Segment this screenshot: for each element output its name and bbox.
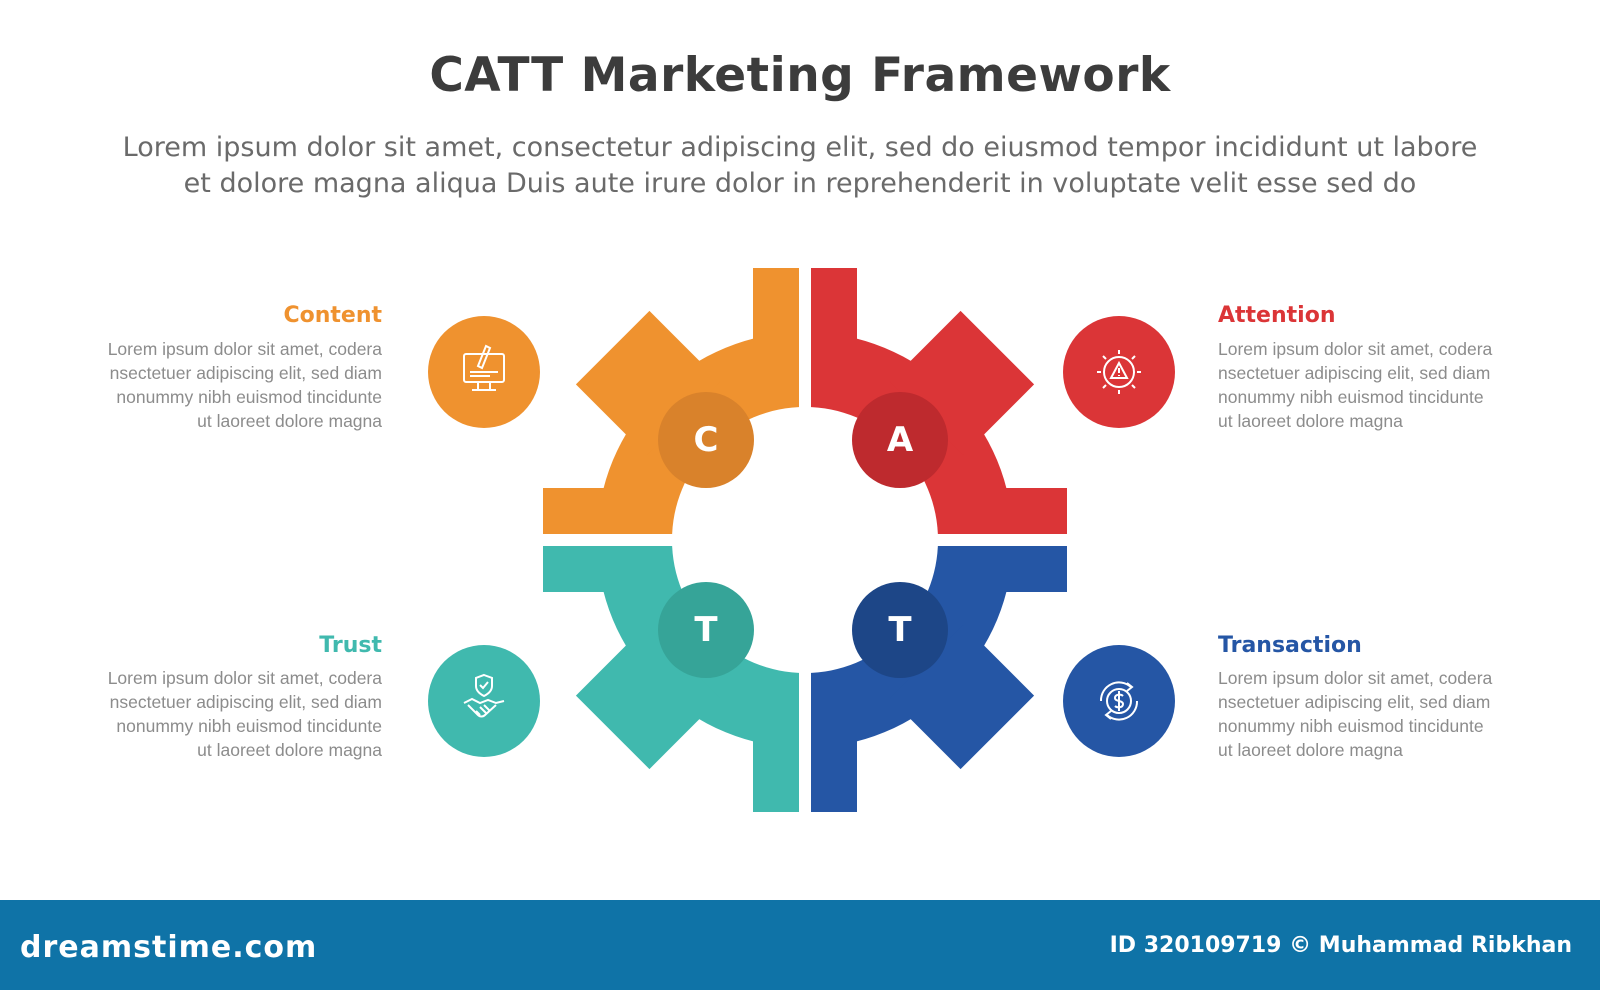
- page-subtitle: Lorem ipsum dolor sit amet, consectetur …: [60, 130, 1540, 202]
- letter-circle-t-transaction: T: [852, 582, 948, 678]
- letter-circle-t-trust: T: [658, 582, 754, 678]
- desc-attention: Lorem ipsum dolor sit amet, codera nsect…: [1218, 337, 1518, 433]
- desc-line: Lorem ipsum dolor sit amet, codera: [1218, 668, 1493, 688]
- icon-circle-transaction: [1063, 645, 1175, 757]
- letter-circle-c: C: [658, 392, 754, 488]
- desc-line: Lorem ipsum dolor sit amet, codera: [1218, 339, 1493, 359]
- desc-line: nsectetuer adipiscing elit, sed diam: [109, 363, 382, 383]
- desc-line: nsectetuer adipiscing elit, sed diam: [1218, 692, 1491, 712]
- desc-line: Lorem ipsum dolor sit amet, codera: [107, 668, 382, 688]
- footer-credit: ID 320109719 © Muhammad Ribkhan: [1109, 933, 1572, 958]
- footer-brand: dreamstime.com: [20, 930, 318, 965]
- desc-line: nsectetuer adipiscing elit, sed diam: [1218, 363, 1491, 383]
- desc-line: nonummy nibh euismod tincidunte: [1218, 716, 1484, 736]
- subtitle-line-2: et dolore magna aliqua Duis aute irure d…: [183, 168, 1417, 199]
- desc-transaction: Lorem ipsum dolor sit amet, codera nsect…: [1218, 666, 1518, 762]
- desc-line: nsectetuer adipiscing elit, sed diam: [109, 692, 382, 712]
- dollar-cycle-icon: [1099, 681, 1139, 721]
- desc-content: Lorem ipsum dolor sit amet, codera nsect…: [82, 337, 382, 433]
- desc-line: ut laoreet dolore magna: [197, 411, 382, 431]
- desc-trust: Lorem ipsum dolor sit amet, codera nsect…: [82, 666, 382, 762]
- desc-line: Lorem ipsum dolor sit amet, codera: [107, 339, 382, 359]
- letter-circle-a: A: [852, 392, 948, 488]
- desc-line: nonummy nibh euismod tincidunte: [116, 387, 382, 407]
- warning-icon: [1097, 350, 1141, 394]
- desc-line: nonummy nibh euismod tincidunte: [116, 716, 382, 736]
- desc-line: nonummy nibh euismod tincidunte: [1218, 387, 1484, 407]
- subtitle-line-1: Lorem ipsum dolor sit amet, consectetur …: [122, 132, 1478, 163]
- label-trust: Trust: [319, 633, 382, 658]
- computer-icon: [463, 344, 505, 391]
- handshake-icon: [463, 673, 505, 718]
- page-title: CATT Marketing Framework: [429, 48, 1171, 103]
- footer-bar: dreamstime.com ID 320109719 © Muhammad R…: [0, 900, 1600, 990]
- desc-line: ut laoreet dolore magna: [1218, 740, 1403, 760]
- icon-circle-attention: [1063, 316, 1175, 428]
- label-attention: Attention: [1218, 303, 1336, 328]
- desc-line: ut laoreet dolore magna: [197, 740, 382, 760]
- label-content: Content: [283, 303, 382, 328]
- icon-circle-content: [428, 316, 540, 428]
- icon-circle-trust: [428, 645, 540, 757]
- desc-line: ut laoreet dolore magna: [1218, 411, 1403, 431]
- label-transaction: Transaction: [1218, 633, 1362, 658]
